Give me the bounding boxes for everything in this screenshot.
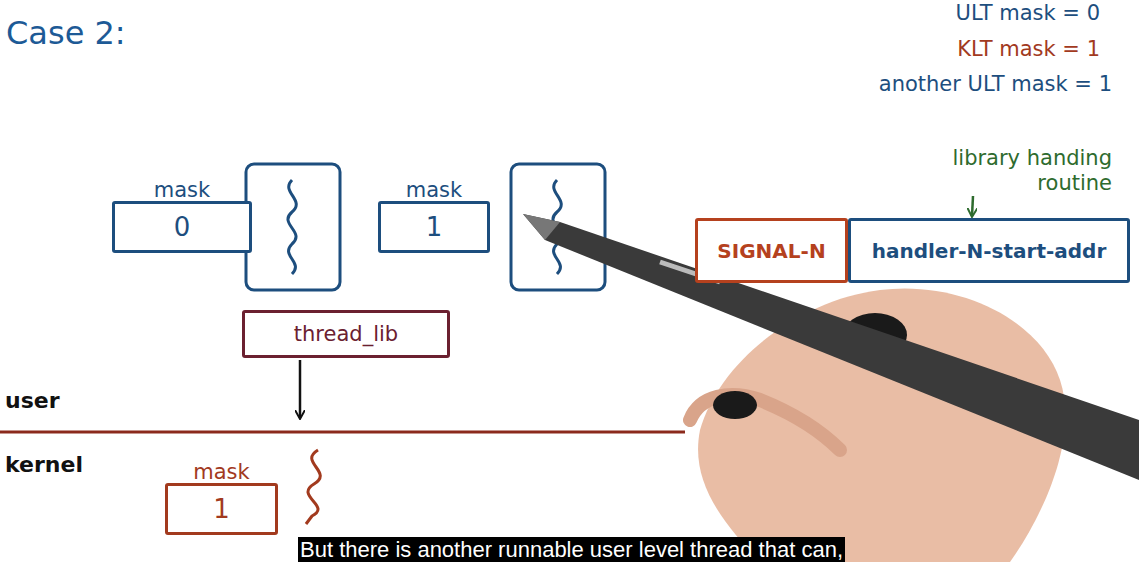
box-label: SIGNAL-N — [717, 239, 825, 263]
thread-squiggle — [288, 180, 296, 274]
region-label: user — [5, 388, 60, 413]
box-heading: mask — [381, 178, 487, 202]
mask-box: mask1 — [378, 201, 490, 253]
title: Case 2: — [6, 14, 126, 52]
note: another ULT mask = 1 — [879, 72, 1112, 96]
boundary-line — [0, 431, 685, 434]
box-label: handler-N-start-addr — [872, 239, 1107, 263]
signal-box: SIGNAL-N — [695, 218, 848, 283]
note: KLT mask = 1 — [957, 37, 1100, 61]
box-value: 1 — [426, 212, 443, 242]
pen-tip — [523, 214, 560, 240]
box-value: 1 — [213, 494, 230, 524]
syscall-arrow — [299, 360, 302, 418]
box-heading: mask — [115, 178, 249, 202]
handler-box: handler-N-start-addr — [848, 218, 1130, 283]
note: ULT mask = 0 — [956, 1, 1100, 25]
box-value: 0 — [174, 212, 191, 242]
box-label: thread_lib — [294, 322, 398, 346]
subtitle-caption: But there is another runnable user level… — [298, 537, 845, 562]
fingernail — [713, 391, 757, 419]
thread-lib-box: thread_lib — [242, 310, 450, 358]
finger — [690, 395, 840, 450]
annotation: library handing routine — [892, 146, 1112, 196]
mask-box: mask0 — [112, 201, 252, 253]
kernel-mask-box: mask1 — [165, 483, 278, 535]
box-heading: mask — [168, 460, 275, 484]
kernel-thread-squiggle — [306, 450, 320, 524]
leader-arrow — [972, 196, 973, 216]
region-label: kernel — [5, 452, 83, 477]
pen — [523, 214, 1139, 480]
thread-box — [246, 164, 340, 290]
